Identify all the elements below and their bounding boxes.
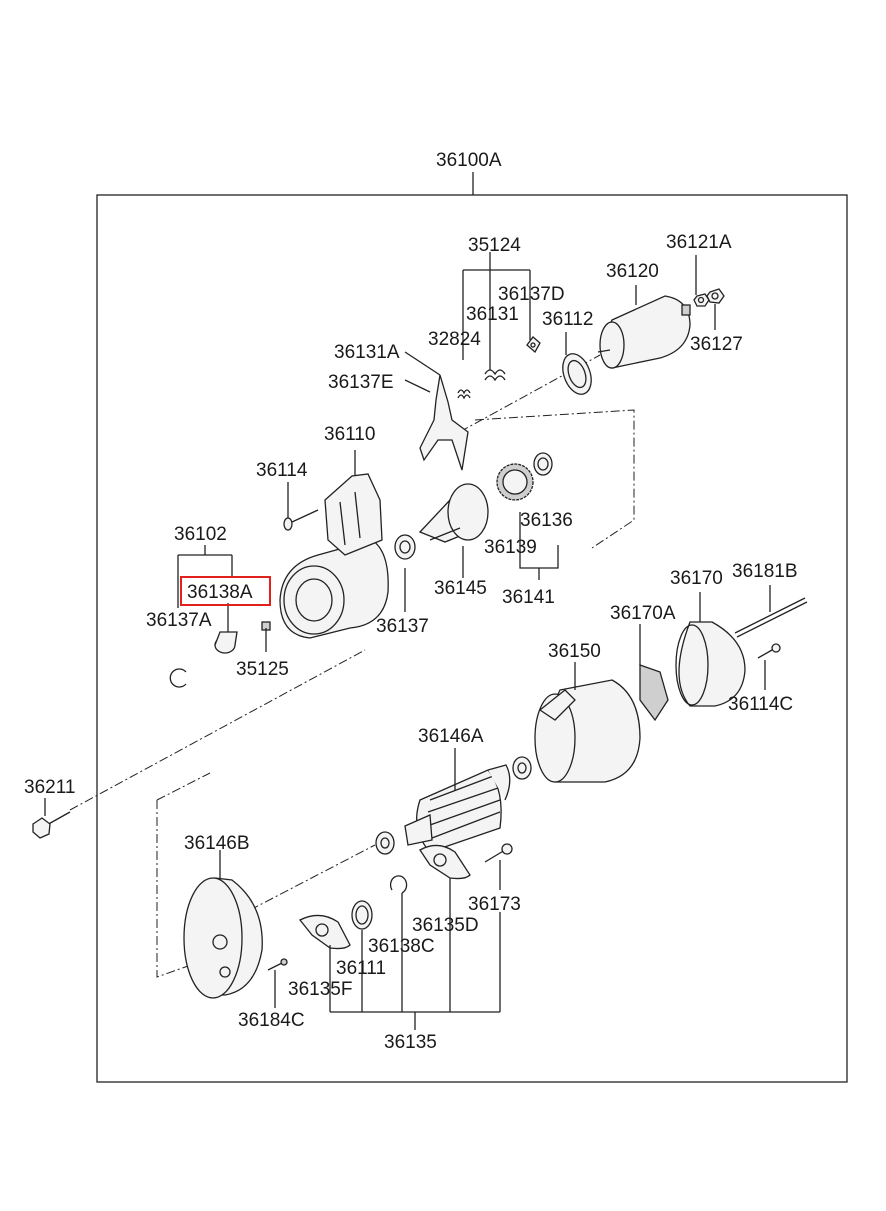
bearing-36137	[394, 534, 416, 560]
label-36137: 36137	[376, 616, 429, 637]
label-36184C: 36184C	[238, 1010, 305, 1031]
rear-housing-36146B	[183, 877, 263, 999]
nut-36127	[706, 288, 725, 304]
leader-lines	[44, 252, 771, 1030]
spring-32824	[457, 389, 471, 400]
label-36137A: 36137A	[146, 610, 212, 631]
bearing-lower	[375, 831, 395, 855]
label-36131A: 36131A	[334, 342, 400, 363]
plunger-36137D	[526, 336, 541, 354]
bolt-36211	[32, 811, 71, 839]
ring-36111	[351, 900, 373, 930]
label-36170: 36170	[670, 568, 723, 589]
plate-36135F	[298, 914, 351, 950]
label-36121A: 36121A	[666, 232, 732, 253]
label-36150: 36150	[548, 641, 601, 662]
label-35124: 35124	[468, 235, 521, 256]
gear-36139	[496, 463, 534, 501]
label-36114C: 36114C	[728, 694, 793, 715]
clip-36137A	[169, 668, 187, 688]
nut-36121A	[693, 293, 710, 307]
bushing-36138A	[214, 631, 238, 654]
label-36145: 36145	[434, 578, 487, 599]
label-36120: 36120	[606, 261, 659, 282]
part-labels: 36100A 35124 36121A 36120 36137D 36131 3…	[24, 150, 798, 1053]
label-36135F: 36135F	[288, 979, 352, 1000]
label-36137E: 36137E	[328, 372, 394, 393]
label-36141: 36141	[502, 587, 555, 608]
label-36181B: 36181B	[732, 561, 798, 582]
label-36111: 36111	[336, 958, 386, 979]
label-36100A: 36100A	[436, 150, 502, 171]
front-housing-36110	[279, 473, 389, 639]
label-32824: 32824	[428, 329, 481, 350]
through-bolt-36181B	[734, 597, 808, 638]
assembly-axes	[69, 354, 635, 978]
drive-pinion-36145	[418, 483, 489, 543]
label-36211: 36211	[24, 777, 75, 798]
label-36138C: 36138C	[368, 936, 435, 957]
washer-36112	[562, 353, 592, 395]
assembly-frame	[96, 194, 848, 1083]
label-36135: 36135	[384, 1032, 437, 1053]
lever-36131A	[419, 374, 469, 471]
bolt-36114	[283, 509, 319, 531]
rear-cover-36170	[675, 621, 746, 707]
screw-36114C	[757, 643, 781, 659]
label-36127: 36127	[690, 334, 743, 355]
label-36137D: 36137D	[498, 284, 565, 305]
label-36139: 36139	[484, 537, 537, 558]
plate-36135D	[419, 844, 471, 880]
bolt-36173	[484, 843, 513, 863]
label-36136: 36136	[520, 510, 573, 531]
label-36114: 36114	[256, 460, 308, 481]
bearing-upper	[512, 756, 532, 780]
screw-36184C	[267, 958, 288, 971]
brush-holder-36170A	[639, 664, 669, 722]
spring-36131	[484, 369, 506, 382]
label-36112: 36112	[542, 309, 593, 330]
label-36131: 36131	[466, 304, 519, 325]
label-36135D: 36135D	[412, 915, 479, 936]
label-35125: 35125	[236, 659, 289, 680]
label-36110: 36110	[324, 424, 375, 445]
label-36170A: 36170A	[610, 603, 676, 624]
label-36138A: 36138A	[187, 582, 253, 603]
highlight-box	[180, 576, 271, 606]
armature-36146A	[404, 764, 511, 853]
label-36173: 36173	[468, 894, 521, 915]
clip-36138C	[389, 875, 408, 894]
washer-36136	[533, 452, 553, 476]
yoke-36150	[534, 679, 641, 783]
label-36102: 36102	[174, 524, 227, 545]
label-36146A: 36146A	[418, 726, 484, 747]
solenoid-36120	[597, 295, 691, 369]
label-36146B: 36146B	[184, 833, 250, 854]
